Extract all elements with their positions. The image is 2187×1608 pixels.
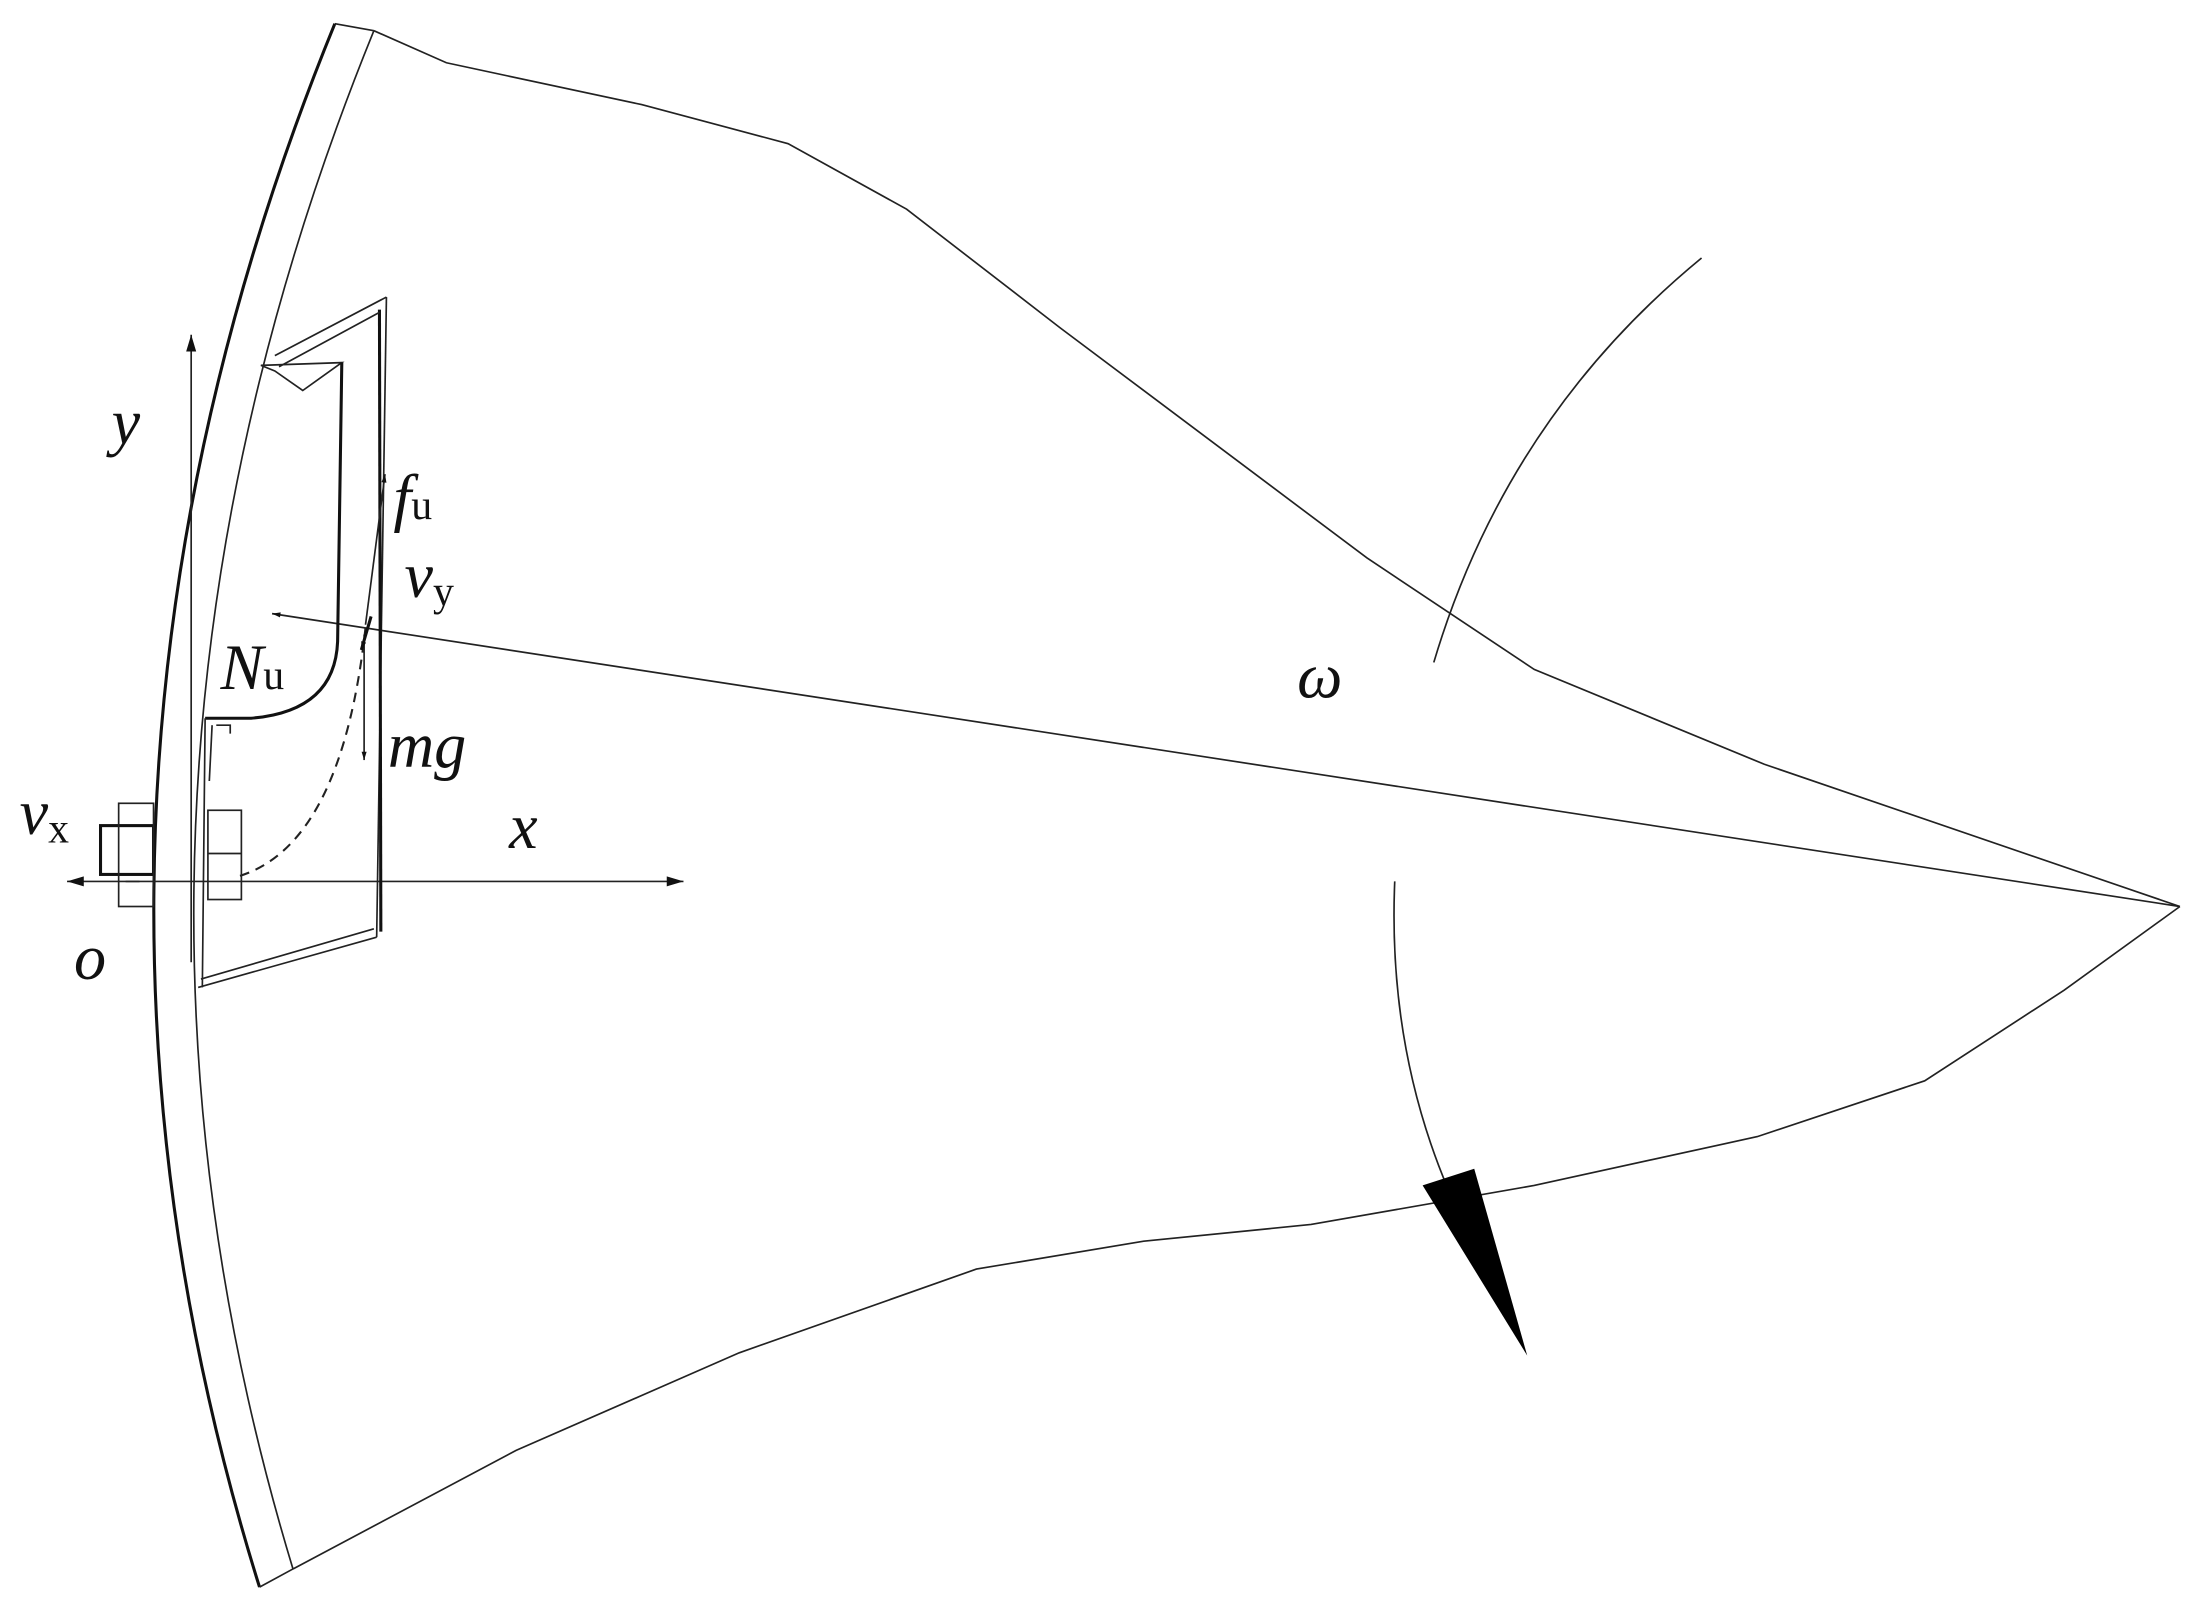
rotor-sector	[152, 22, 2181, 1588]
y-axis-label: y	[106, 386, 141, 457]
vy-label: vy	[405, 540, 454, 615]
rotation-arrowhead-icon	[1422, 1168, 1528, 1356]
vy-arrow	[359, 615, 373, 651]
bolt-left	[98, 802, 156, 908]
vx-label: vx	[20, 777, 69, 852]
particle-trajectory	[239, 627, 367, 877]
normal-force-arrow	[271, 612, 2181, 908]
origin-label: o	[74, 922, 106, 993]
inner-rim-arc	[192, 30, 375, 1570]
friction-label: fu	[393, 462, 432, 533]
bucket	[197, 296, 388, 989]
omega-arc-lower	[1393, 881, 1449, 1189]
bolt-right	[207, 809, 243, 901]
gravity-label: mg	[388, 710, 466, 781]
lower-boundary	[292, 905, 2181, 1570]
upper-boundary	[373, 29, 2181, 908]
outer-rim-arc	[152, 23, 337, 1588]
normal-force-label: Nu	[219, 632, 284, 703]
omega-label: ω	[1297, 640, 1342, 711]
friction-arrow	[364, 474, 387, 625]
x-axis-label: x	[508, 791, 537, 862]
omega-arc-upper	[1432, 257, 1703, 663]
